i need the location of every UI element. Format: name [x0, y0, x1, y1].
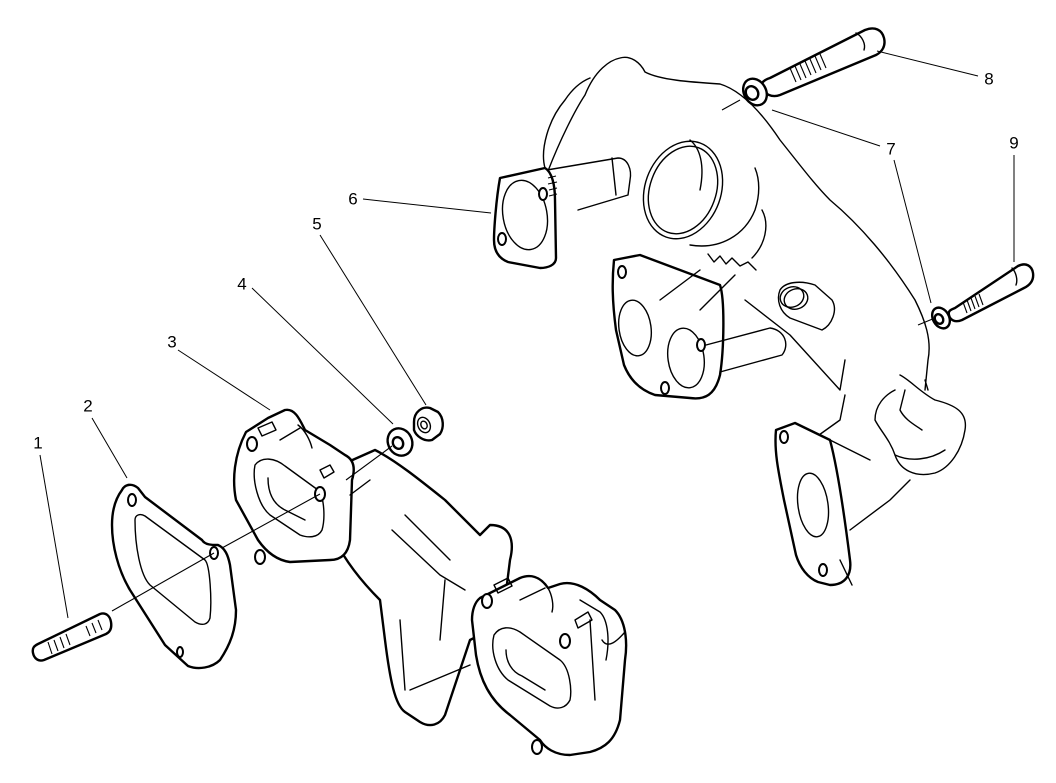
intake-manifold — [492, 56, 967, 587]
callout-2: 2 — [83, 396, 93, 416]
callout-7: 7 — [886, 139, 896, 159]
washer-7-upper — [741, 77, 769, 107]
exhaust-manifold — [232, 408, 628, 757]
callout-9: 9 — [1009, 133, 1019, 153]
leader-lines — [39, 50, 1015, 619]
washer-4 — [386, 427, 414, 457]
assembly-axis-lines — [111, 445, 393, 612]
gasket-2 — [110, 483, 238, 670]
callout-6: 6 — [348, 189, 358, 209]
screw-8 — [760, 27, 886, 98]
nut-5 — [412, 406, 444, 442]
callout-8: 8 — [984, 69, 994, 89]
callout-5: 5 — [312, 214, 322, 234]
callout-1: 1 — [33, 433, 43, 453]
callout-4: 4 — [237, 274, 247, 294]
stud-1 — [31, 612, 113, 662]
screw-9 — [947, 263, 1035, 323]
callout-3: 3 — [167, 332, 177, 352]
